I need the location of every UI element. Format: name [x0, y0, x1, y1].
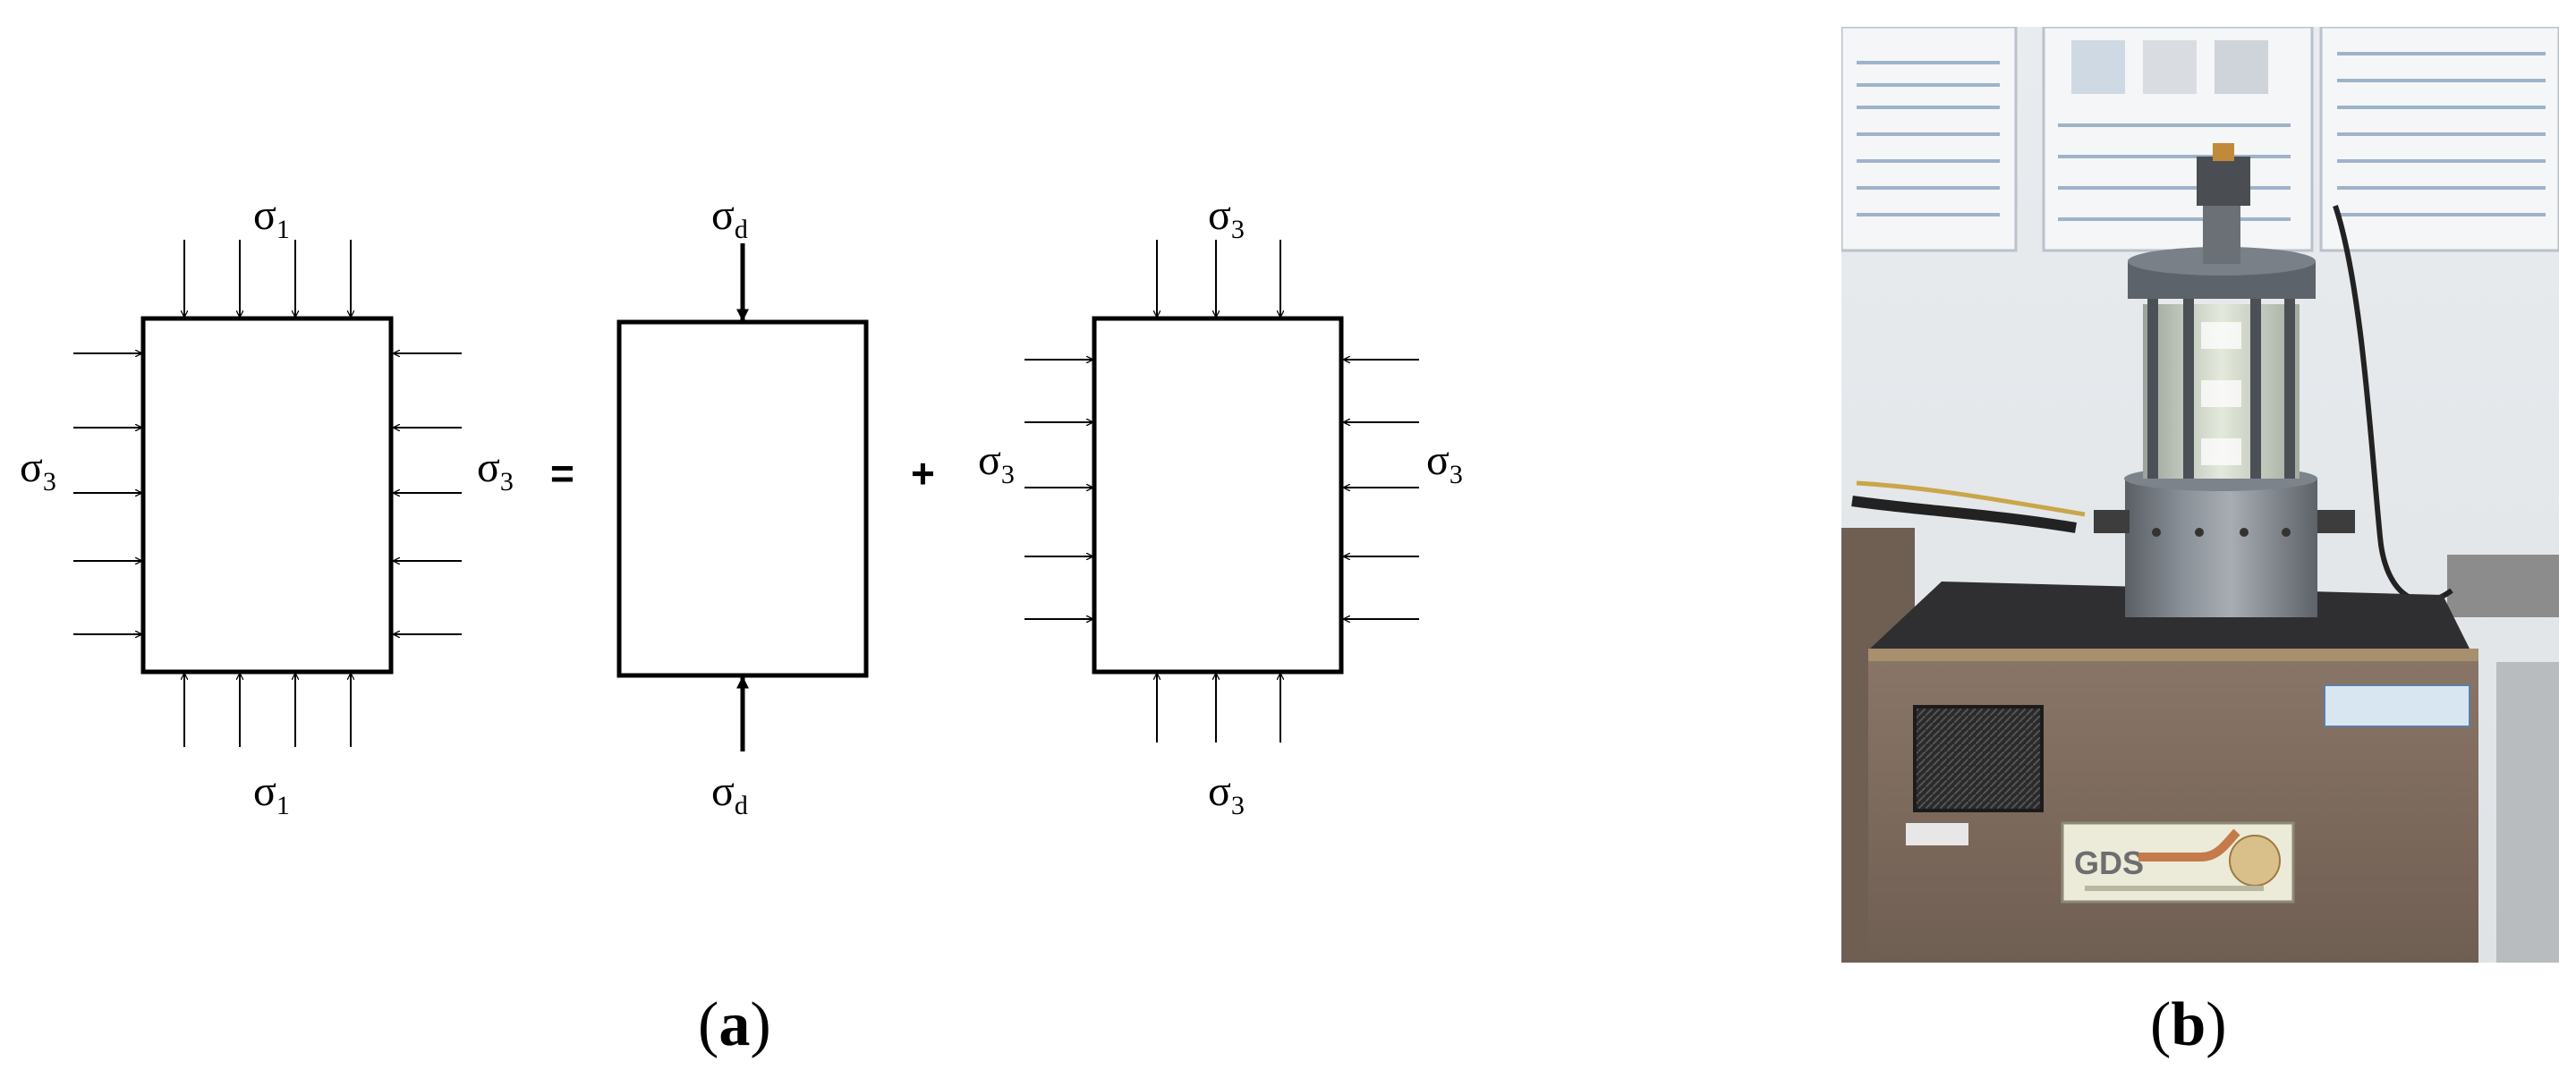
sigma3-left-label-confining: σ3: [978, 437, 1015, 489]
sigma3-left-arrows: [73, 353, 141, 634]
sigma3-right-label: σ3: [477, 444, 514, 497]
sigma1-bottom-arrows: [184, 674, 351, 747]
caption-b: (b): [2150, 990, 2227, 1059]
sigma3-left-label: σ3: [20, 444, 56, 497]
small-label-sticker: [1906, 823, 1968, 845]
specimen-outline-total: [140, 316, 394, 675]
caption-a: (a): [698, 990, 771, 1059]
left-valve: [2094, 510, 2130, 533]
load-cell: [2197, 157, 2250, 206]
equals-sign: =: [550, 450, 574, 497]
confining-stress-block: σ3 σ3 σ3 σ3: [978, 191, 1463, 820]
wall-posters: [1841, 27, 2559, 252]
ventilation-grille: [1913, 705, 2044, 812]
loading-ram: [2203, 201, 2240, 264]
sigma3-top-label-confining: σ3: [1208, 191, 1245, 244]
triaxial-cell: [2094, 143, 2355, 617]
total-stress-block: σ1 σ1 σ3 σ3: [20, 191, 514, 820]
yellow-line: [1856, 480, 2086, 517]
sigma3-right-arrows-confining: [1344, 360, 1419, 619]
manufacturer-plate: [2324, 684, 2470, 727]
sigma3-bottom-arrows: [1157, 674, 1280, 743]
sigma3-bottom-label-confining: σ3: [1208, 768, 1245, 820]
cabinet-top-edge: [1868, 649, 2478, 661]
right-side-cabinet: [2496, 662, 2559, 963]
pressure-hose-left: [1851, 496, 2077, 533]
panel-b-triaxial-apparatus-photo: GDS: [1841, 27, 2559, 1059]
tie-rods: [2147, 286, 2295, 479]
cell-base: [2125, 479, 2317, 617]
sigma-d-bottom-label: σd: [711, 768, 748, 820]
sigma3-right-arrows: [394, 353, 462, 634]
right-valve: [2317, 510, 2355, 533]
right-controller-box: [2447, 555, 2559, 617]
sigma3-left-arrows-confining: [1024, 360, 1092, 619]
deviator-stress-block: σd σd: [616, 191, 869, 820]
specimen-outline-deviator: [616, 319, 869, 678]
sigma1-top-arrows: [184, 240, 351, 317]
sigma1-top-label: σ1: [253, 191, 290, 244]
sigma-d-top-label: σd: [711, 191, 748, 244]
gds-logo-text: GDS: [2074, 845, 2144, 881]
gds-sign: GDS: [2061, 821, 2295, 904]
sigma3-top-arrows: [1157, 240, 1280, 317]
sigma1-bottom-label: σ1: [253, 768, 290, 820]
specimen-outline-confining: [1092, 316, 1344, 675]
sigma3-right-label-confining: σ3: [1426, 437, 1463, 489]
panel-a-stress-decomposition: σ1 σ1 σ3 σ3 = σd σd +: [20, 191, 1463, 1059]
plus-sign: +: [911, 450, 935, 497]
